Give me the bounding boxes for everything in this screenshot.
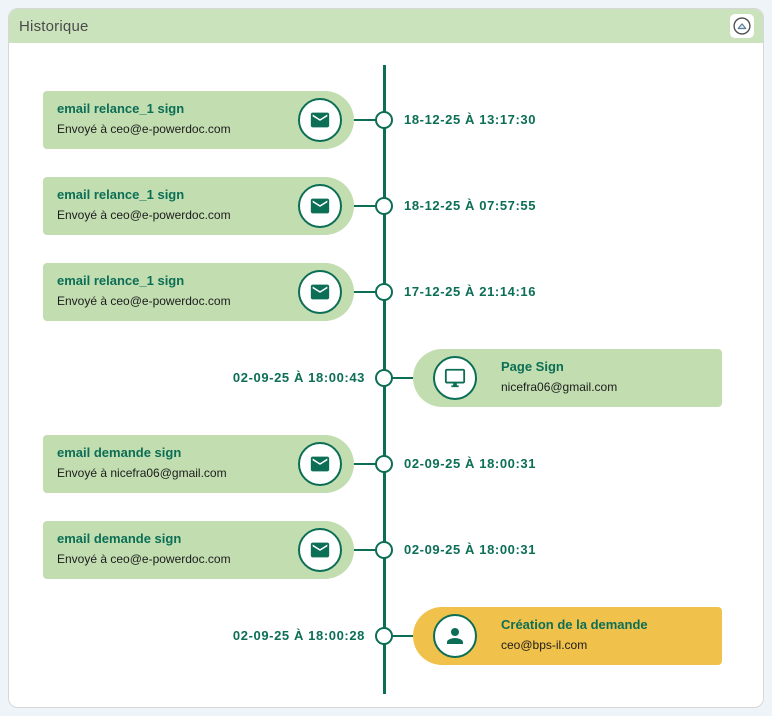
monitor-icon (433, 356, 477, 400)
collapse-panel-button[interactable] (730, 14, 754, 38)
history-panel-header: Historique (9, 9, 763, 43)
timeline-node-ring (375, 627, 393, 645)
event-title: email relance_1 sign (57, 187, 185, 202)
event-title: Création de la demande (501, 617, 648, 632)
envelope-icon (298, 184, 342, 228)
event-timestamp: 02-09-25 À 18:00:31 (404, 542, 537, 557)
timeline-event-row: 02-09-25 À 18:00:31 (9, 521, 763, 579)
event-timestamp: 02-09-25 À 18:00:31 (404, 456, 537, 471)
panel-title: Historique (19, 17, 89, 35)
person-icon (433, 614, 477, 658)
event-card: Page Sign nicefra06@gmail.com (413, 349, 722, 407)
envelope-icon (298, 98, 342, 142)
timeline: 18-12-25 À 13:17:30 (9, 43, 763, 707)
event-subtitle: Envoyé à ceo@e-powerdoc.com (57, 122, 231, 136)
timeline-node-ring (375, 369, 393, 387)
event-connector-line (336, 205, 386, 207)
timeline-node-ring (375, 197, 393, 215)
event-connector-line (336, 291, 386, 293)
event-card: email relance_1 sign Envoyé à ceo@e-powe… (43, 263, 354, 321)
event-connector-line (388, 635, 416, 637)
timeline-event-row: 18-12-25 À 13:17:30 (9, 91, 763, 149)
event-card: email relance_1 sign Envoyé à ceo@e-powe… (43, 177, 354, 235)
timeline-event-row: 02-09-25 À 18:00:31 (9, 435, 763, 493)
event-connector-line (388, 377, 416, 379)
timeline-node-ring (375, 111, 393, 129)
timeline-event-row: 18-12-25 À 07:57:55 (9, 177, 763, 235)
event-title: email demande sign (57, 445, 182, 460)
event-card: Création de la demande ceo@bps-il.com (413, 607, 722, 665)
timeline-node-ring (375, 541, 393, 559)
event-subtitle: nicefra06@gmail.com (501, 380, 618, 394)
envelope-icon (298, 528, 342, 572)
event-subtitle: Envoyé à nicefra06@gmail.com (57, 466, 227, 480)
envelope-icon (298, 270, 342, 314)
event-subtitle: Envoyé à ceo@e-powerdoc.com (57, 552, 231, 566)
event-subtitle: Envoyé à ceo@e-powerdoc.com (57, 208, 231, 222)
event-title: Page Sign (501, 359, 564, 374)
chevron-up-circle-icon (732, 16, 752, 36)
envelope-icon (298, 442, 342, 486)
event-subtitle: ceo@bps-il.com (501, 638, 588, 652)
timeline-event-row: 02-09-25 À 18:00:28 (9, 607, 763, 665)
timeline-node-ring (375, 283, 393, 301)
event-title: email relance_1 sign (57, 273, 185, 288)
timeline-event-row: 17-12-25 À 21:14:16 (9, 263, 763, 321)
event-timestamp: 02-09-25 À 18:00:28 (232, 628, 365, 643)
event-timestamp: 17-12-25 À 21:14:16 (404, 284, 537, 299)
event-connector-line (336, 549, 386, 551)
timeline-event-row: 02-09-25 À 18:00:43 (9, 349, 763, 407)
event-timestamp: 18-12-25 À 13:17:30 (404, 112, 537, 127)
event-title: email relance_1 sign (57, 101, 185, 116)
timeline-node-ring (375, 455, 393, 473)
event-card: email relance_1 sign Envoyé à ceo@e-powe… (43, 91, 354, 149)
history-panel: Historique 18-12-25 À 13:17:30 (8, 8, 764, 708)
event-title: email demande sign (57, 531, 182, 546)
event-card: email demande sign Envoyé à nicefra06@gm… (43, 435, 354, 493)
event-timestamp: 02-09-25 À 18:00:43 (232, 370, 365, 385)
event-connector-line (336, 119, 386, 121)
event-connector-line (336, 463, 386, 465)
event-timestamp: 18-12-25 À 07:57:55 (404, 198, 537, 213)
event-subtitle: Envoyé à ceo@e-powerdoc.com (57, 294, 231, 308)
event-card: email demande sign Envoyé à ceo@e-powerd… (43, 521, 354, 579)
